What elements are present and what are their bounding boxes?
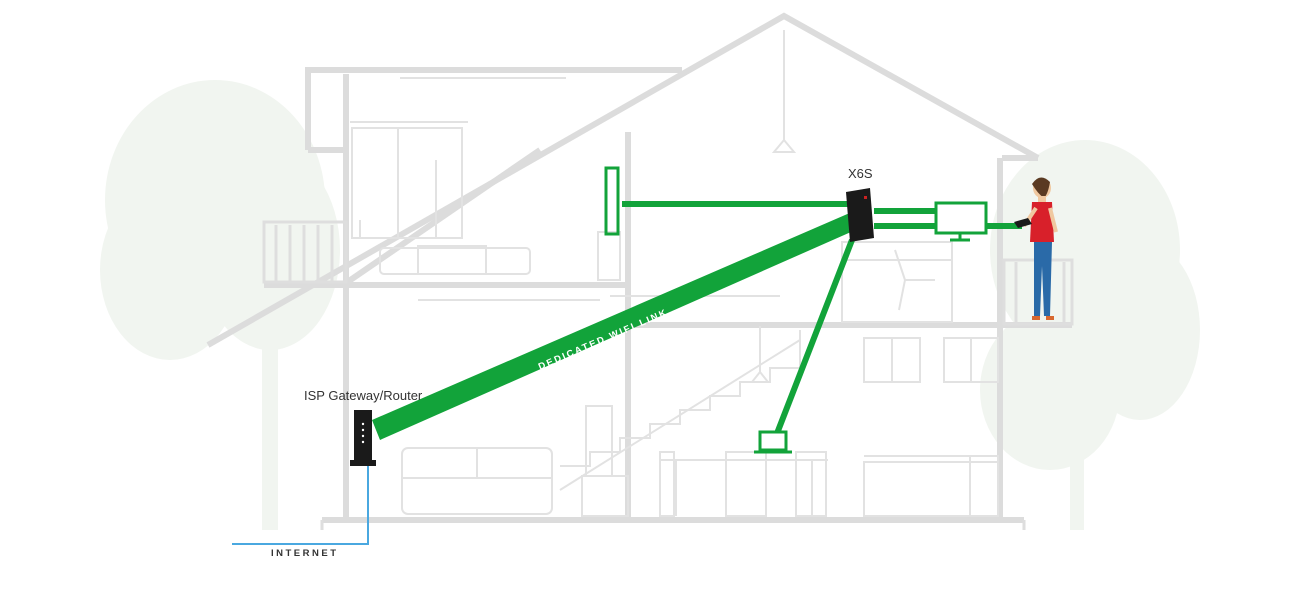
monitor-icon <box>934 201 988 242</box>
internet-label: INTERNET <box>271 548 339 559</box>
extender-icon <box>846 188 874 242</box>
extender-label: X6S <box>848 166 873 181</box>
person-icon <box>1022 177 1058 320</box>
router-label: ISP Gateway/Router <box>304 388 423 403</box>
house-outline <box>206 12 1074 530</box>
dedicated-wifi-link <box>372 212 860 440</box>
link-laptop <box>773 238 855 438</box>
tablet-icon <box>1014 218 1032 228</box>
tree-icon-left <box>100 80 340 530</box>
internet-cable <box>232 466 369 545</box>
tv-icon <box>604 166 620 236</box>
laptop-icon <box>754 430 792 454</box>
tree-icon-right <box>980 140 1200 530</box>
wifi-link-label: DEDICATED WIFI LINK <box>537 307 670 373</box>
router-icon <box>350 410 376 466</box>
